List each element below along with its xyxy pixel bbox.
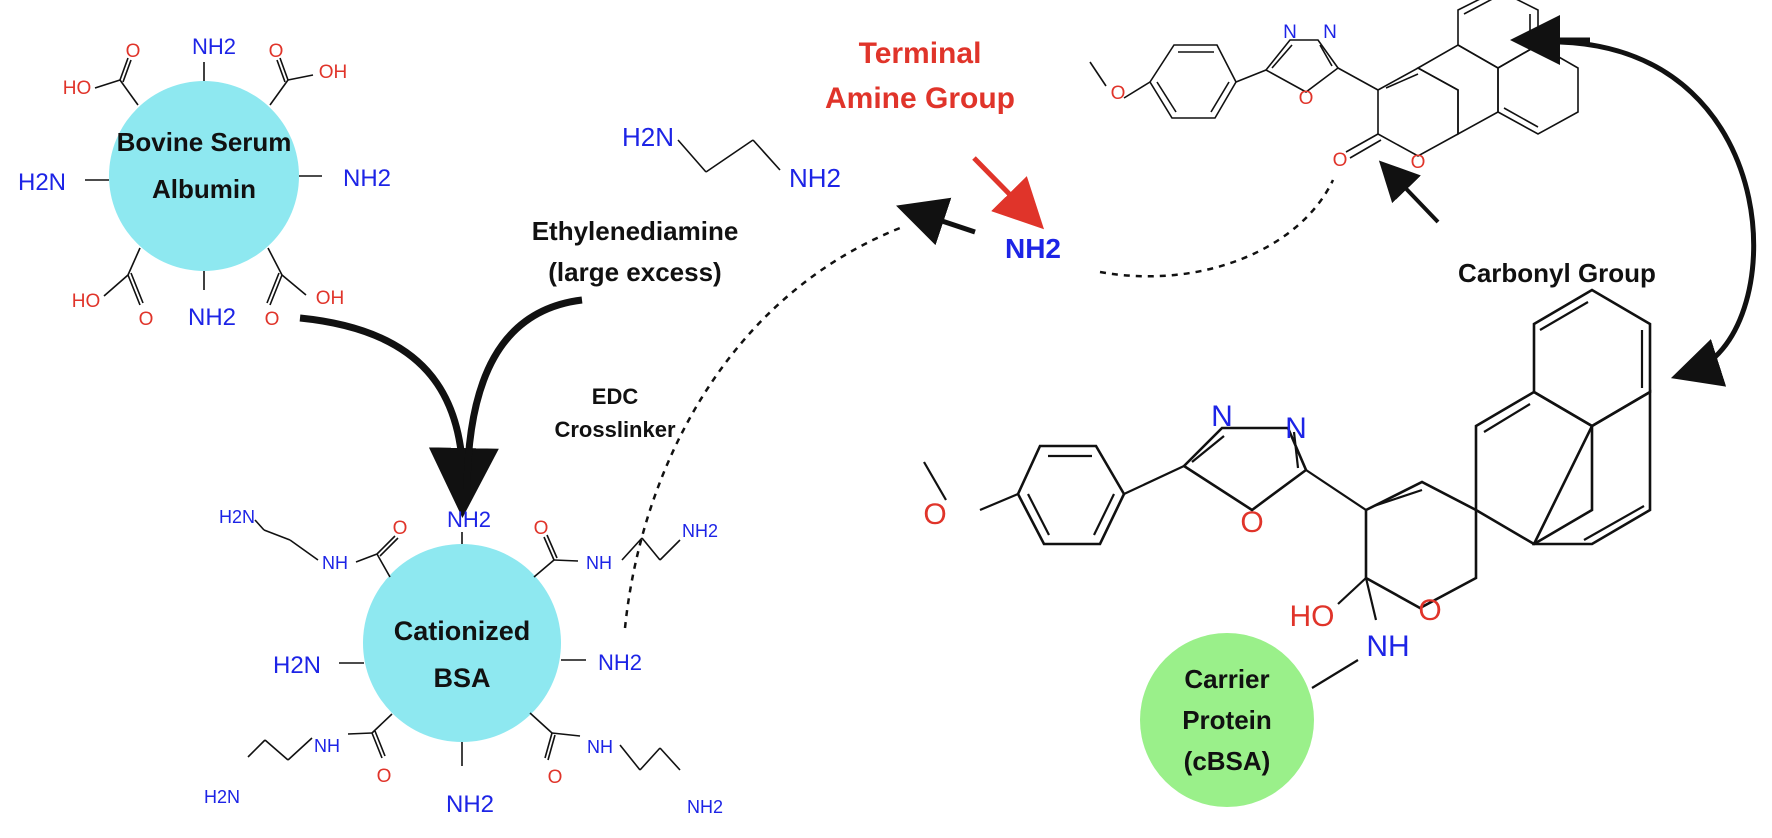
amine-dotted-link — [623, 226, 901, 629]
bsa-ho-bl: HO — [72, 291, 101, 312]
carrier-circle — [1140, 633, 1314, 807]
hb-ring-o: O — [1240, 506, 1263, 539]
bsa-to-cbsa-arrow — [299, 314, 499, 518]
hapten-top: O N N O O O — [1089, 0, 1579, 173]
ht-ring-o: O — [1299, 88, 1314, 109]
cbsa-nh2-tr: NH2 — [682, 521, 718, 541]
hb-n2: N — [1285, 412, 1307, 445]
cbsa-o-tr: O — [534, 518, 549, 539]
cbsa-nh-tr: NH — [586, 553, 612, 573]
ht-coumarin-o: O — [1411, 152, 1426, 173]
cbsa-nh2-bottom: NH2 — [446, 791, 494, 818]
hb-nh: NH — [1366, 630, 1409, 663]
amine-to-eda-arrow — [896, 197, 976, 246]
bsa-oh-br: OH — [316, 288, 345, 309]
eda-h2n: H2N — [622, 122, 674, 152]
carbonyl-group-label: Carbonyl Group — [1458, 258, 1656, 288]
bsa-oh-tr: OH — [319, 62, 348, 83]
hb-methoxy-o: O — [923, 498, 946, 531]
eda-nh2: NH2 — [789, 163, 841, 193]
ht-n2: N — [1323, 22, 1337, 43]
bsa-ho-tl: HO — [63, 78, 92, 99]
cbsa-h2n-left: H2N — [273, 652, 321, 679]
terminal-amine-title-line1: Terminal — [859, 37, 982, 70]
cbsa-nh-br: NH — [587, 737, 613, 757]
hb-ho: HO — [1290, 600, 1335, 633]
eda-to-cbsa-arrow — [463, 296, 583, 491]
ethylenediamine: H2N NH2 Ethylenediamine (large excess) — [532, 122, 841, 287]
bsa-nh2-right: NH2 — [343, 165, 391, 192]
cbsa-label-line2: BSA — [433, 663, 490, 693]
eda-label-line2: (large excess) — [548, 257, 721, 287]
cbsa-h2n-tl: H2N — [219, 507, 255, 527]
carrier-line1: Carrier — [1184, 664, 1269, 694]
red-arrow — [972, 156, 1045, 230]
conjugation-arrow — [1559, 39, 1757, 387]
cbsa-nh2-right: NH2 — [598, 650, 642, 675]
cbsa-label-line1: Cationized — [394, 616, 531, 646]
hb-n1: N — [1211, 400, 1233, 433]
cbsa-o-tl: O — [393, 518, 408, 539]
cationized-bsa: Cationized BSA — [204, 507, 723, 818]
ht-methoxy-o: O — [1111, 83, 1126, 104]
bsa-label-line1: Bovine Serum — [117, 127, 292, 157]
cbsa-nh2-top: NH2 — [447, 507, 491, 532]
cbsa-nh-bl: NH — [314, 736, 340, 756]
bsa-o-bl: O — [139, 309, 154, 330]
terminal-amine-title-line2: Amine Group — [825, 82, 1015, 115]
cbsa-o-br: O — [548, 767, 563, 788]
carrier-line2: Protein — [1182, 705, 1272, 735]
eda-label-line1: Ethylenediamine — [532, 216, 739, 246]
ht-carbonyl-o: O — [1333, 150, 1348, 171]
cbsa-o-bl: O — [377, 766, 392, 787]
amine-nh2: NH2 — [1005, 233, 1061, 264]
carbonyl-arrow — [1378, 160, 1440, 224]
bsa-circle — [109, 81, 299, 271]
bsa-nh2-top: NH2 — [192, 34, 236, 59]
bsa-h2n-left: H2N — [18, 169, 66, 196]
carrier-line3: (cBSA) — [1184, 746, 1271, 776]
hapten-bottom: O N N O O HO NH — [923, 288, 1652, 689]
bsa-label-line2: Albumin — [152, 174, 256, 204]
bsa-o-tr: O — [269, 41, 284, 62]
carrier-protein: Carrier Protein (cBSA) — [1140, 633, 1314, 807]
edc-line2: Crosslinker — [554, 417, 675, 442]
carbonyl-dotted-link — [1099, 179, 1335, 278]
edc-line1: EDC — [592, 384, 639, 409]
cbsa-nh2-br: NH2 — [687, 797, 723, 817]
hb-pyran-o: O — [1418, 594, 1441, 627]
cbsa-circle — [363, 544, 561, 742]
bsa-o-br: O — [265, 309, 280, 330]
cbsa-h2n-bl: H2N — [204, 787, 240, 807]
bsa-nh2-bottom: NH2 — [188, 304, 236, 331]
ht-n1: N — [1283, 22, 1297, 43]
cbsa-nh-tl: NH — [322, 553, 348, 573]
bsa-molecule: Bovine Serum Albumin NH2 NH2 H2N NH2 O H… — [18, 34, 391, 331]
bsa-o-tl: O — [126, 41, 141, 62]
